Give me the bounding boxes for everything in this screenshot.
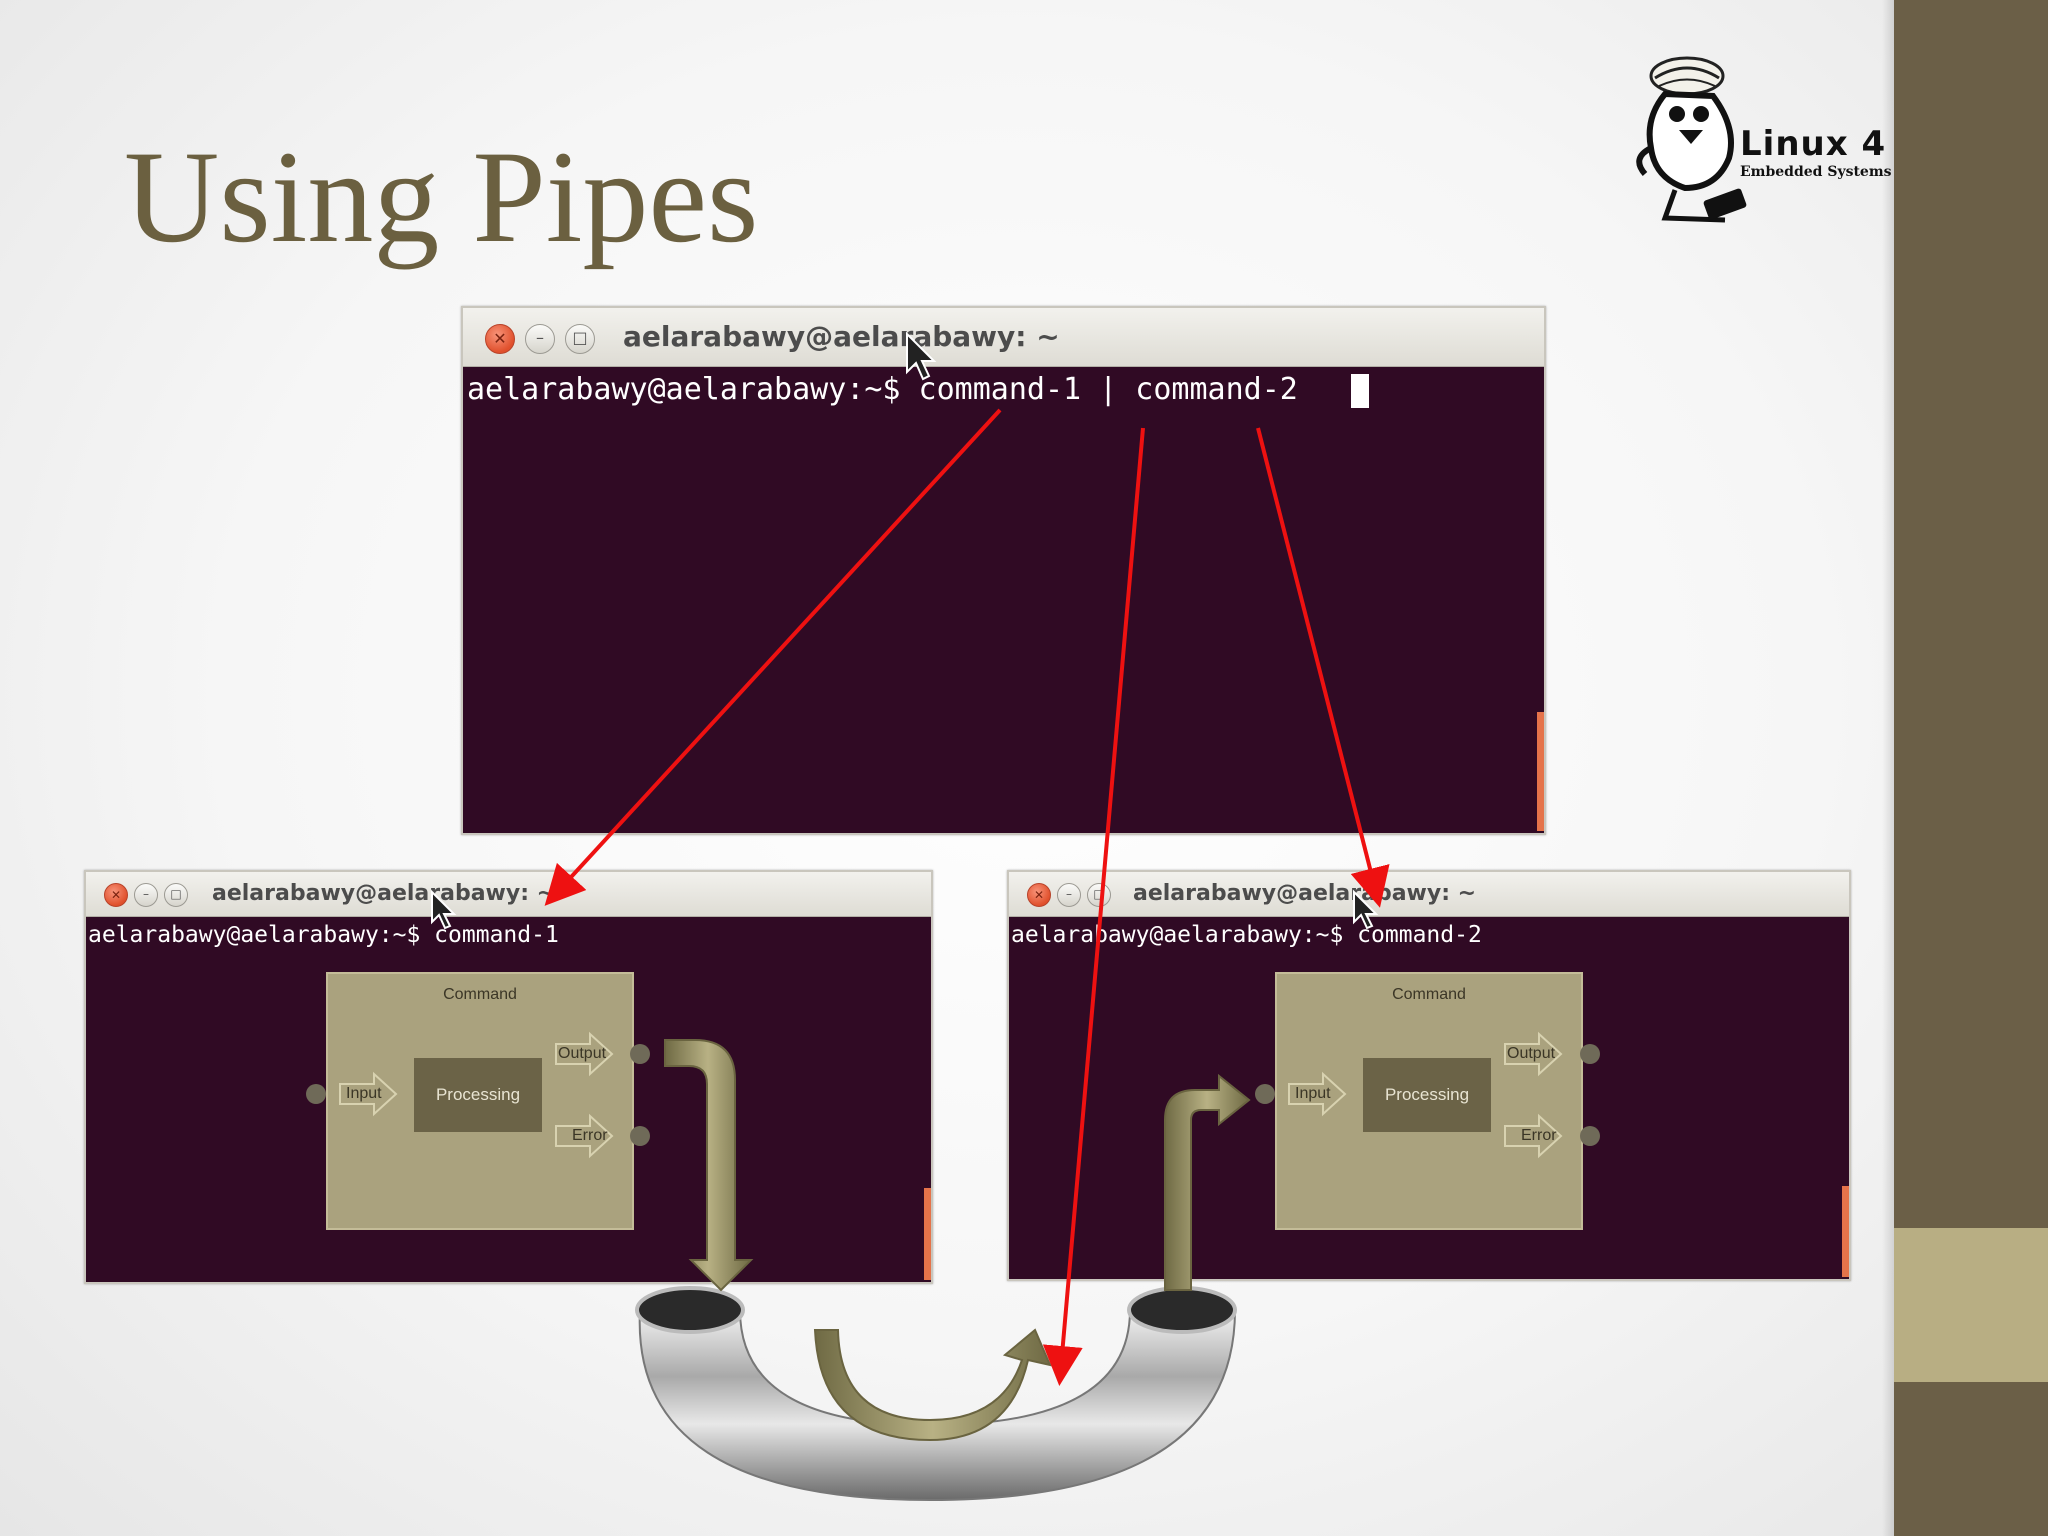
- terminal-titlebar[interactable]: ✕ – □ aelarabawy@aelarabawy: ~: [86, 872, 931, 917]
- processing-block: Processing: [1363, 1058, 1491, 1132]
- logo-subtext: Embedded Systems: [1740, 164, 1892, 180]
- input-connector: [1255, 1084, 1275, 1104]
- close-button[interactable]: ✕: [104, 883, 128, 907]
- minimize-button[interactable]: –: [1057, 883, 1081, 907]
- output-connector: [630, 1044, 650, 1064]
- output-arrow: [1504, 1031, 1563, 1077]
- close-button[interactable]: ✕: [485, 324, 515, 354]
- right-stream-arrows: [1255, 1031, 1600, 1159]
- error-arrow: [555, 1113, 614, 1159]
- scrollbar[interactable]: [1537, 712, 1544, 831]
- input-connector: [306, 1084, 326, 1104]
- text-cursor: [1351, 374, 1369, 408]
- command-box-title: Command: [443, 986, 517, 1003]
- maximize-button[interactable]: □: [1087, 883, 1111, 907]
- output-connector: [1580, 1044, 1600, 1064]
- maximize-button[interactable]: □: [164, 883, 188, 907]
- output-label: Output: [1507, 1045, 1556, 1062]
- terminal-prompt: aelarabawy@aelarabawy:~$ command-2: [1011, 922, 1482, 948]
- input-label: Input: [346, 1085, 382, 1102]
- input-label: Input: [1295, 1085, 1331, 1102]
- input-arrow: [1288, 1071, 1347, 1117]
- left-stream-arrows: [306, 1031, 650, 1159]
- flow-arrow-out-down: [664, 1039, 754, 1292]
- error-connector: [630, 1126, 650, 1146]
- output-label: Output: [558, 1045, 607, 1062]
- error-label: Error: [572, 1127, 608, 1144]
- terminal-window-main[interactable]: ✕ – □ aelarabawy@aelarabawy: ~ aelarabaw…: [461, 306, 1546, 835]
- processing-block: Processing: [414, 1058, 542, 1132]
- terminal-title: aelarabawy@aelarabawy: ~: [1133, 881, 1477, 906]
- terminal-prompt: aelarabawy@aelarabawy:~$ command-1 | com…: [467, 372, 1298, 407]
- side-band-accent: [1894, 1228, 2048, 1382]
- error-label: Error: [1521, 1127, 1557, 1144]
- mouse-pointer-icon: [431, 889, 457, 930]
- terminal-title: aelarabawy@aelarabawy: ~: [623, 320, 1060, 353]
- red-arrow-command2: [1256, 427, 1390, 908]
- red-arrow-command1: [544, 408, 1002, 906]
- scrollbar[interactable]: [924, 1188, 931, 1280]
- terminal-titlebar[interactable]: ✕ – □ aelarabawy@aelarabawy: ~: [463, 308, 1544, 367]
- flow-arrow-up-in: [1164, 1073, 1251, 1291]
- slide-title: Using Pipes: [124, 123, 759, 270]
- side-band-shadow: [1882, 0, 1894, 1536]
- logo-text: Linux 4: [1740, 124, 1887, 164]
- terminal-titlebar[interactable]: ✕ – □ aelarabawy@aelarabawy: ~: [1009, 872, 1849, 917]
- mouse-pointer-icon: [906, 331, 937, 381]
- output-arrow: [555, 1031, 614, 1077]
- error-connector: [1580, 1126, 1600, 1146]
- command-box-title: Command: [1392, 986, 1466, 1003]
- minimize-button[interactable]: –: [134, 883, 158, 907]
- scrollbar[interactable]: [1842, 1186, 1849, 1277]
- error-arrow: [1504, 1113, 1563, 1159]
- terminal-title: aelarabawy@aelarabawy: ~: [212, 881, 556, 906]
- red-arrow-pipe: [1042, 427, 1145, 1386]
- penguin-logo-icon: [1636, 56, 1747, 223]
- minimize-button[interactable]: –: [525, 324, 555, 354]
- u-pipe-image: [635, 1286, 1237, 1502]
- mouse-pointer-icon: [1353, 889, 1379, 930]
- maximize-button[interactable]: □: [565, 324, 595, 354]
- terminal-prompt: aelarabawy@aelarabawy:~$ command-1: [88, 922, 559, 948]
- close-button[interactable]: ✕: [1027, 883, 1051, 907]
- input-arrow: [339, 1071, 398, 1117]
